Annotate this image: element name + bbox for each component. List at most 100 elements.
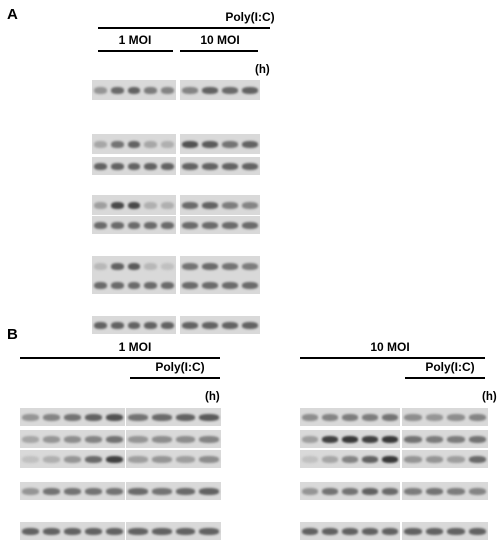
blot-p-JNK-band <box>161 201 174 209</box>
blot-IκBα-band <box>468 435 486 443</box>
blot-p38-band <box>110 281 124 289</box>
blot-p-p38 <box>92 256 176 276</box>
panel-b-left-polyic-line <box>130 377 220 379</box>
blot-p-NF-κB p65-band <box>425 487 443 495</box>
blot-IKKβ-band <box>22 413 39 421</box>
blot-actin <box>92 316 176 334</box>
blot-β-actin-band <box>302 527 318 535</box>
blot-p-MEK-band <box>182 86 198 94</box>
blot-p-NF-κB p65-band <box>447 487 465 495</box>
blot-p-NF-κB p65-band <box>128 487 148 495</box>
blot-IKKβ-band <box>362 413 378 421</box>
blot-p-NF-κB p65-band <box>151 487 172 495</box>
blot-p-p38-band <box>242 262 258 270</box>
blot-IKKβ-band <box>447 413 465 421</box>
blot-β-actin-band <box>199 527 219 535</box>
blot-p38-band <box>202 281 218 289</box>
blot-p-IκBα <box>126 450 221 468</box>
blot-p-NF-κB p65 <box>402 482 488 500</box>
blot-Erk1/2-band <box>94 162 107 170</box>
blot-p-NF-κB p65-band <box>85 487 102 495</box>
blot-Erk1/2-band <box>202 162 218 170</box>
blot-p-p38 <box>180 256 260 276</box>
blot-p-IκBα-band <box>22 455 39 463</box>
blot-p-NF-κB p65-band <box>64 487 81 495</box>
blot-IκBα-band <box>151 435 172 443</box>
panel-a-title: Poly(I:C) <box>225 10 275 24</box>
blot-β-actin <box>20 522 125 540</box>
blot-actin-band <box>127 321 141 329</box>
blot-Erk1/2-band <box>222 162 238 170</box>
blot-p-NF-κB p65 <box>300 482 400 500</box>
blot-p-MEK <box>180 80 260 100</box>
blot-β-actin <box>126 522 221 540</box>
panel-b-letter: B <box>7 326 18 343</box>
blot-actin-band <box>144 321 158 329</box>
blot-IKKβ-band <box>106 413 123 421</box>
panel-a-group2: 10 MOI <box>200 33 240 47</box>
blot-Erk1/2-band <box>144 162 158 170</box>
blot-p-p38-band <box>161 262 174 270</box>
blot-p-JNK-band <box>222 201 238 209</box>
blot-JNK-band <box>222 221 238 229</box>
blot-β-actin-band <box>128 527 148 535</box>
panel-b-right-title: 10 MOI <box>370 340 410 354</box>
blot-p-IκBα-band <box>447 455 465 463</box>
panel-b-left-unit: (h) <box>205 391 220 403</box>
blot-p-IκBα-band <box>106 455 123 463</box>
panel-b-left-line <box>20 357 220 359</box>
blot-JNK-band <box>127 221 141 229</box>
blot-β-actin-band <box>43 527 60 535</box>
blot-β-actin-band <box>362 527 378 535</box>
blot-IKKβ <box>20 408 125 426</box>
blot-p-IκBα-band <box>151 455 172 463</box>
blot-β-actin-band <box>382 527 398 535</box>
blot-p-JNK-band <box>127 201 141 209</box>
blot-p-IκBα-band <box>404 455 422 463</box>
panel-a-unit: (h) <box>255 64 270 76</box>
blot-p-NF-κB p65-band <box>302 487 318 495</box>
blot-p-NF-κB p65-band <box>22 487 39 495</box>
blot-p-NF-κB p65-band <box>199 487 219 495</box>
blot-IκBα-band <box>322 435 338 443</box>
blot-p38 <box>180 276 260 294</box>
blot-p-IκBα-band <box>342 455 358 463</box>
blot-p-MEK-band <box>94 86 107 94</box>
blot-p-JNK-band <box>144 201 158 209</box>
blot-JNK-band <box>161 221 174 229</box>
blot-p-IκBα-band <box>199 455 219 463</box>
blot-IκBα-band <box>64 435 81 443</box>
blot-IκBα-band <box>342 435 358 443</box>
blot-IκBα-band <box>199 435 219 443</box>
blot-IKKβ-band <box>322 413 338 421</box>
blot-β-actin <box>300 522 400 540</box>
blot-Erk1/2-band <box>127 162 141 170</box>
blot-IκBα <box>402 430 488 448</box>
blot-IκBα-band <box>362 435 378 443</box>
blot-actin-band <box>161 321 174 329</box>
blot-Erk1/2 <box>92 157 176 175</box>
blot-p-IκBα-band <box>175 455 196 463</box>
blot-β-actin-band <box>404 527 422 535</box>
blot-p38-band <box>127 281 141 289</box>
blot-p-Erk1/2-band <box>110 140 124 148</box>
blot-Erk1/2-band <box>182 162 198 170</box>
blot-JNK-band <box>182 221 198 229</box>
blot-p-p38-band <box>144 262 158 270</box>
blot-IKKβ-band <box>425 413 443 421</box>
blot-p-JNK-band <box>182 201 198 209</box>
blot-β-actin-band <box>106 527 123 535</box>
blot-IKKβ-band <box>85 413 102 421</box>
blot-β-actin <box>402 522 488 540</box>
blot-IKKβ-band <box>382 413 398 421</box>
blot-IKKβ-band <box>302 413 318 421</box>
panel-a-group1-line <box>98 50 173 52</box>
blot-IKKβ-band <box>151 413 172 421</box>
blot-IκBα-band <box>85 435 102 443</box>
blot-p-Erk1/2-band <box>202 140 218 148</box>
blot-β-actin-band <box>322 527 338 535</box>
panel-b-left-title: 1 MOI <box>118 340 152 354</box>
blot-Erk1/2 <box>180 157 260 175</box>
blot-p38-band <box>144 281 158 289</box>
blot-p-IκBα-band <box>43 455 60 463</box>
